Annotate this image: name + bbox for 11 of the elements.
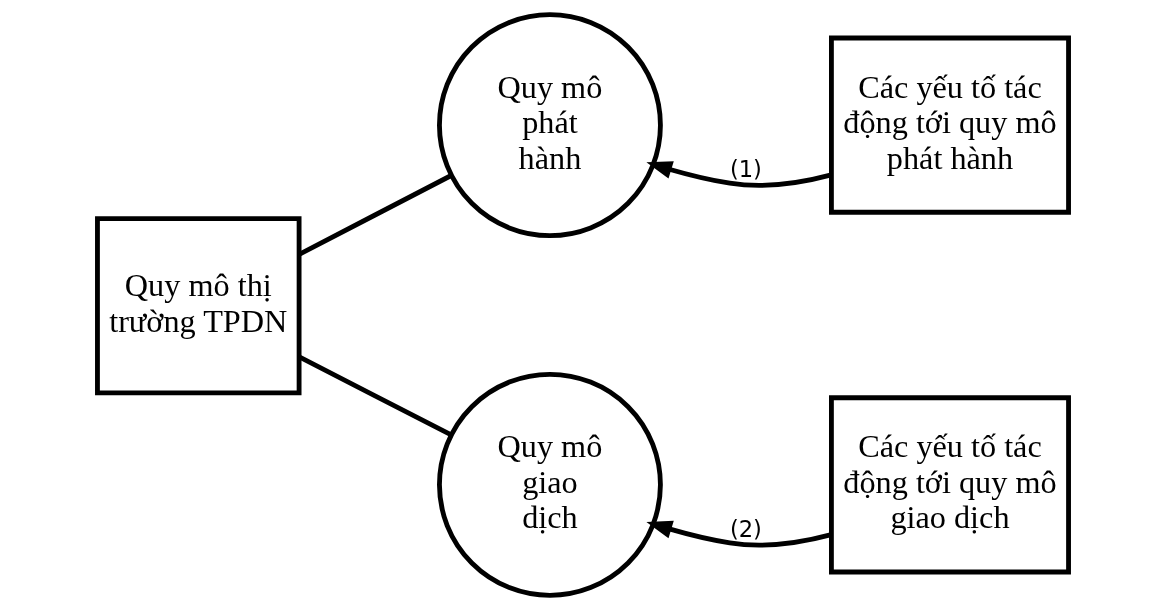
connector <box>298 173 453 257</box>
node-circle: Quy mô giao dịch <box>437 371 663 598</box>
node-box: Quy mô thị trường TPDN <box>95 216 302 396</box>
arrow <box>646 161 832 188</box>
node-box: Các yếu tố tác động tới quy mô phát hành <box>829 35 1071 215</box>
node-box: Các yếu tố tác động tới quy mô giao dịch <box>829 395 1071 575</box>
edge-label: (2) <box>729 515 762 542</box>
arrow <box>646 520 832 548</box>
node-circle: Quy mô phát hành <box>437 12 663 239</box>
edge-label: (1) <box>729 156 762 183</box>
connector <box>298 354 453 438</box>
